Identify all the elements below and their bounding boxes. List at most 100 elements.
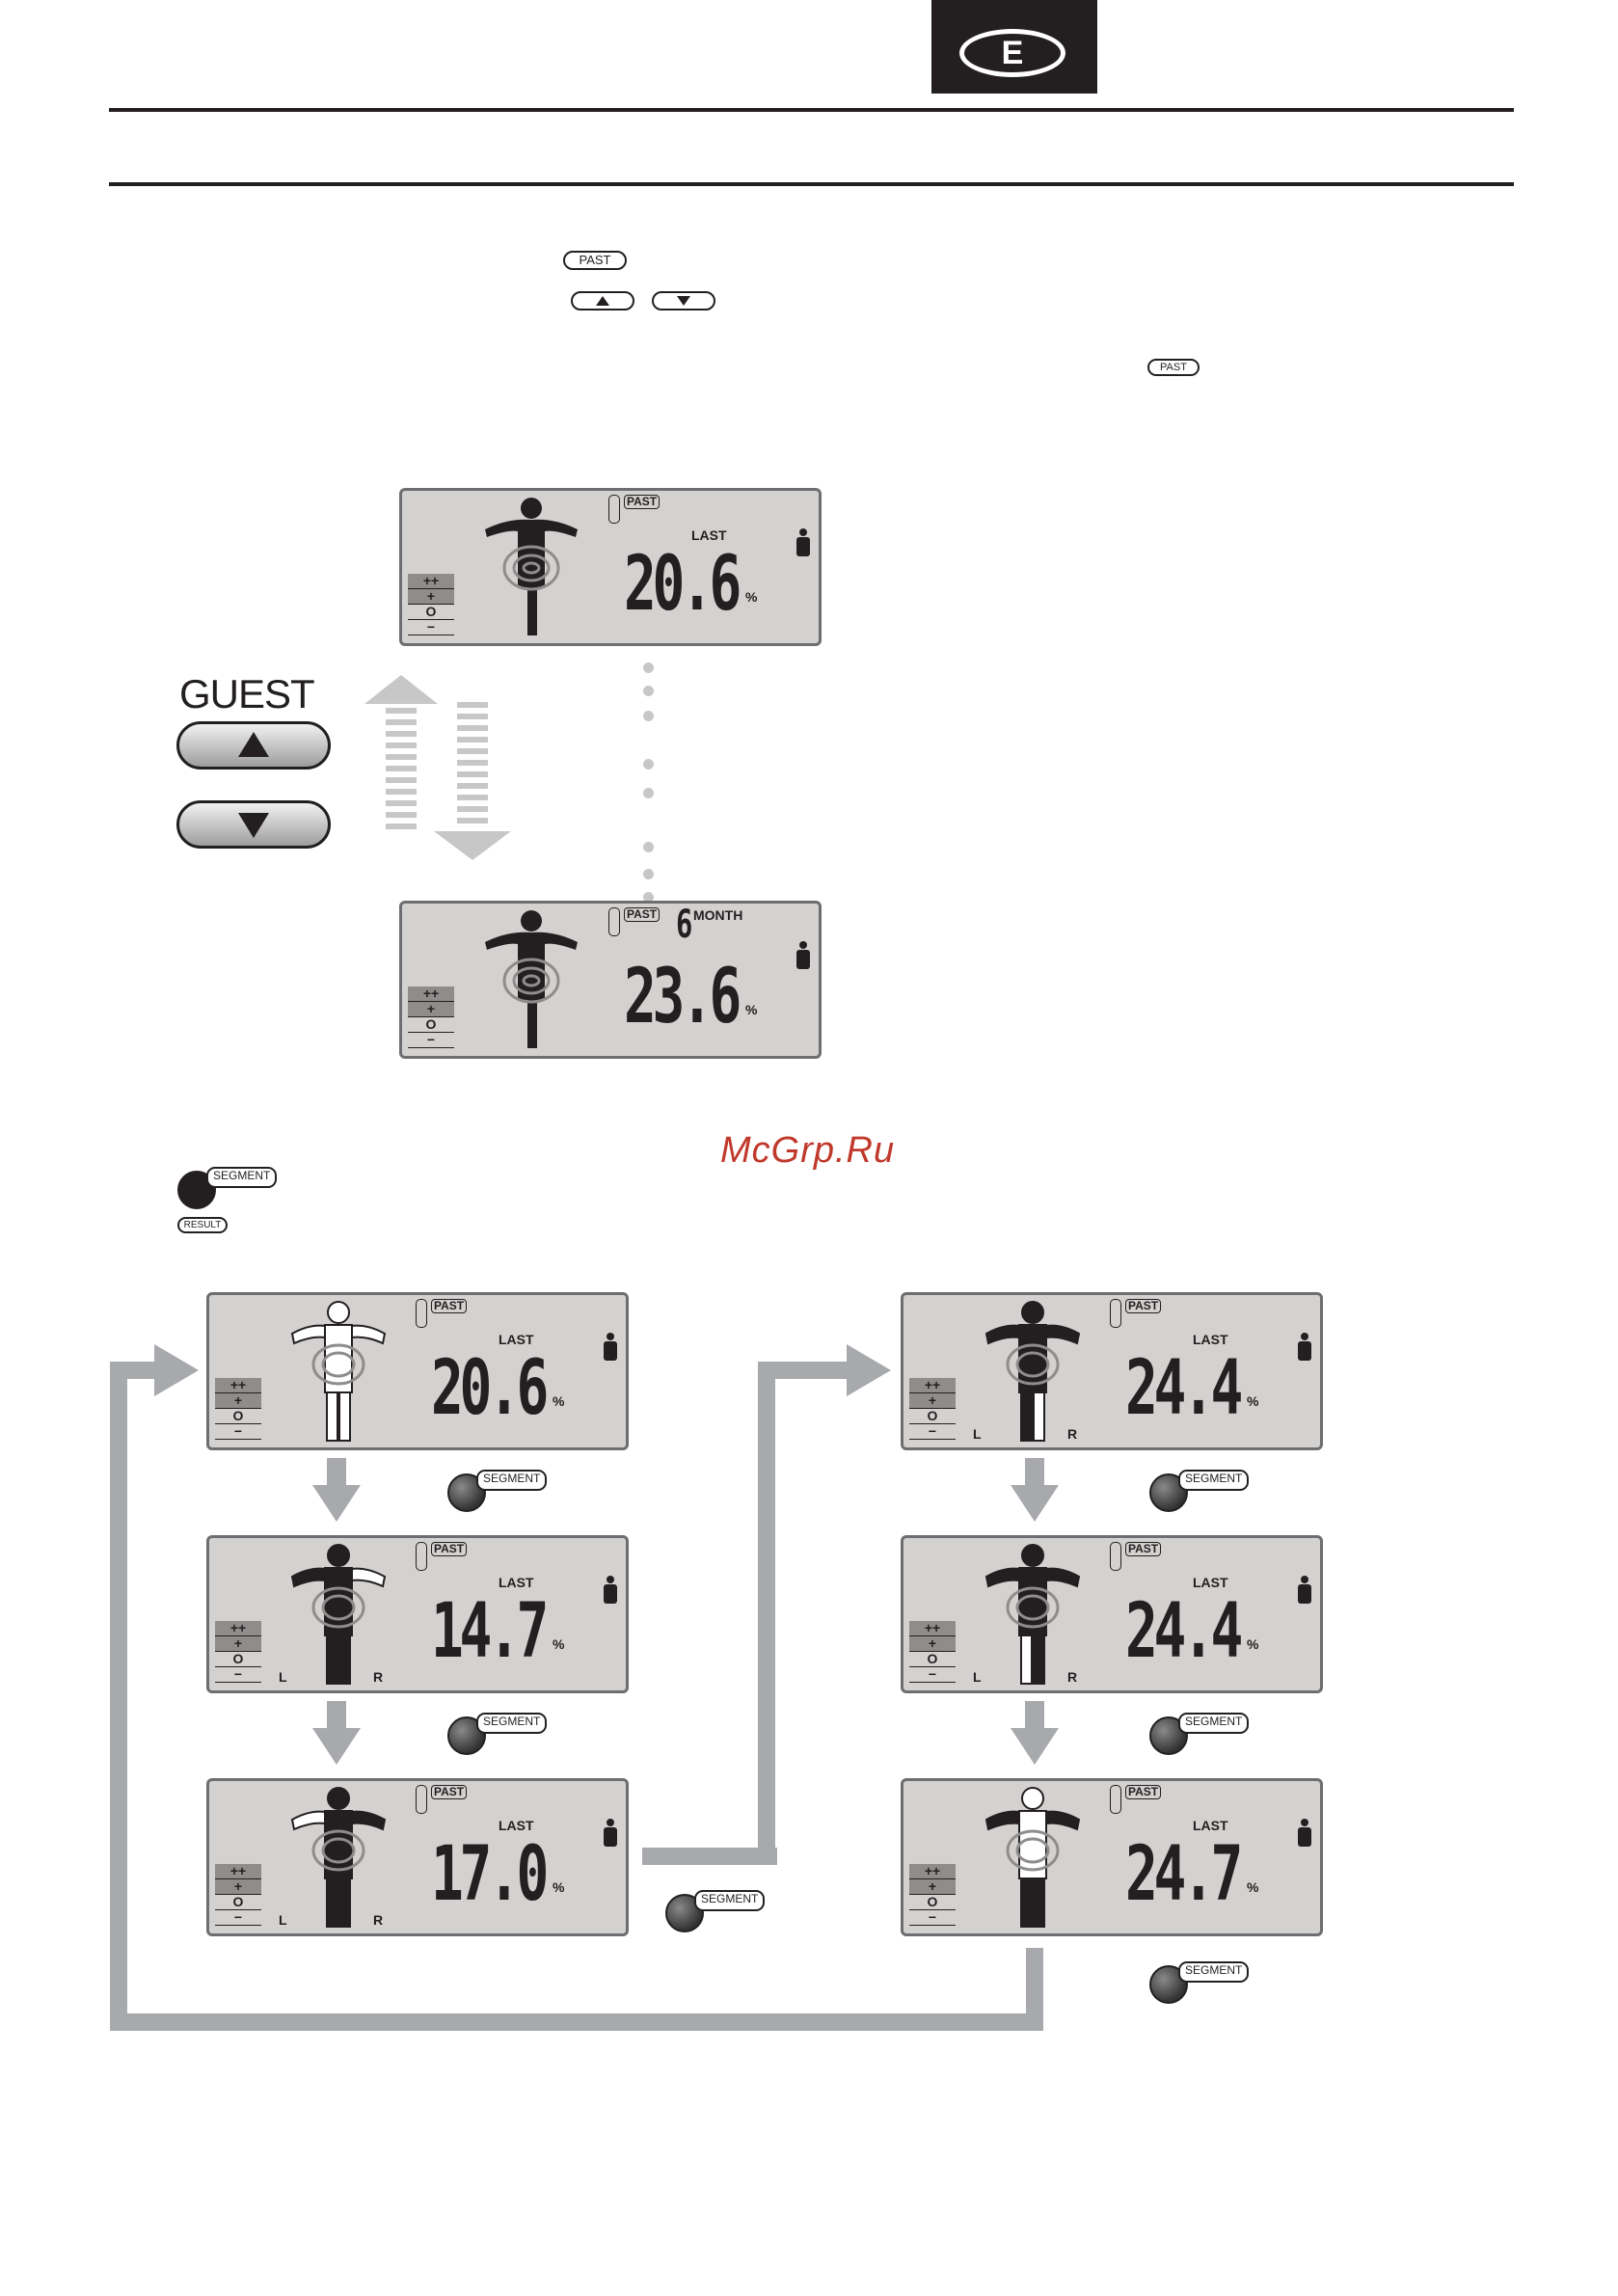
- flow-arrow-down-icon: [312, 1701, 361, 1765]
- lcd-display-last: ++ + O − PAST LAST 20.6 %: [399, 488, 822, 646]
- period-label: LAST: [1193, 1818, 1228, 1833]
- measurement-value: 24.4: [1125, 1588, 1243, 1675]
- connector-top: [758, 1362, 854, 1379]
- unit-label: %: [1247, 1393, 1259, 1409]
- scale-indicator: ++ + O −: [408, 574, 454, 635]
- left-side-label: L: [279, 1669, 287, 1685]
- loop-line-bottom: [110, 2013, 1043, 2031]
- segment-button-icon: SEGMENT: [177, 1167, 278, 1211]
- body-figure-icon: [290, 1544, 387, 1685]
- segment-button-icon: SEGMENT: [447, 1470, 548, 1514]
- past-indicator: PAST: [624, 495, 661, 509]
- lcd-display-left-arm: ++ + O − L R PAST LAST 17.0 %: [206, 1778, 629, 1936]
- measurement-value: 17.0: [431, 1831, 549, 1918]
- up-button-icon: [571, 291, 634, 311]
- lcd-display-right-leg: ++ + O − L R PAST LAST 24.4 %: [901, 1292, 1323, 1450]
- segment-button-icon: SEGMENT: [1149, 1713, 1250, 1757]
- segment-button-icon: SEGMENT: [1149, 1470, 1250, 1514]
- down-button[interactable]: [176, 800, 331, 849]
- right-side-label: R: [373, 1912, 384, 1928]
- person-percent-icon: [1298, 1819, 1311, 1847]
- dot: [643, 759, 654, 770]
- unit-label: %: [553, 1879, 565, 1895]
- updown-icon: [608, 907, 620, 936]
- top-rule: [109, 108, 1514, 112]
- measurement-value: 14.7: [431, 1588, 549, 1675]
- unit-label: %: [553, 1393, 565, 1409]
- loop-line-left: [110, 1362, 127, 2031]
- scale-indicator: ++ + O −: [408, 986, 454, 1048]
- scale-indicator: ++ + O −: [215, 1621, 261, 1683]
- dot: [643, 892, 654, 903]
- period-label: LAST: [499, 1818, 534, 1833]
- segment-button-icon: SEGMENT: [447, 1713, 548, 1757]
- dot: [643, 788, 654, 798]
- scale-indicator: ++ + O −: [215, 1378, 261, 1440]
- right-side-label: R: [1067, 1426, 1078, 1442]
- past-indicator: PAST: [431, 1542, 468, 1556]
- past-button-icon-2: PAST: [1147, 359, 1200, 376]
- unit-label: %: [745, 1002, 758, 1017]
- guest-label: GUEST: [179, 671, 315, 716]
- dot: [643, 711, 654, 721]
- up-button[interactable]: [176, 721, 331, 770]
- dot: [643, 842, 654, 852]
- second-rule: [109, 182, 1514, 186]
- person-percent-icon: [604, 1819, 617, 1847]
- segment-button-icon: SEGMENT: [665, 1890, 766, 1934]
- person-percent-icon: [604, 1576, 617, 1604]
- person-percent-icon: [796, 528, 810, 556]
- person-percent-icon: [1298, 1576, 1311, 1604]
- scale-indicator: ++ + O −: [909, 1378, 956, 1440]
- right-side-label: R: [373, 1669, 384, 1685]
- lcd-display-left-leg: ++ + O − L R PAST LAST 24.4 %: [901, 1535, 1323, 1693]
- measurement-value: 24.4: [1125, 1345, 1243, 1432]
- body-figure-icon: [984, 1301, 1081, 1442]
- unit-label: %: [553, 1636, 565, 1652]
- updown-icon: [416, 1785, 427, 1814]
- flow-arrow-down-icon: [312, 1458, 361, 1522]
- past-indicator: PAST: [431, 1299, 468, 1313]
- language-tab: E: [931, 0, 1097, 94]
- dot: [643, 869, 654, 879]
- unit-label: %: [1247, 1879, 1259, 1895]
- person-percent-icon: [1298, 1333, 1311, 1361]
- past-button-icon: PAST: [563, 251, 627, 270]
- lcd-display-6-month: ++ + O − PAST 6 MONTH 23.6 %: [399, 901, 822, 1059]
- right-side-label: R: [1067, 1669, 1078, 1685]
- updown-icon: [1110, 1299, 1121, 1328]
- updown-icon: [416, 1542, 427, 1571]
- loop-line-top: [110, 1362, 168, 1379]
- past-indicator: PAST: [624, 907, 661, 922]
- body-figure-icon: [290, 1301, 387, 1442]
- flow-arrow-right-icon: [154, 1344, 199, 1396]
- past-indicator: PAST: [1125, 1785, 1162, 1799]
- unit-label: %: [1247, 1636, 1259, 1652]
- loop-line-up: [1026, 1948, 1043, 2031]
- scale-indicator: ++ + O −: [215, 1864, 261, 1926]
- unit-label: %: [745, 589, 758, 605]
- left-side-label: L: [973, 1426, 982, 1442]
- measurement-value: 24.7: [1125, 1831, 1243, 1918]
- updown-icon: [416, 1299, 427, 1328]
- scale-indicator: ++ + O −: [909, 1864, 956, 1926]
- period-label: LAST: [1193, 1575, 1228, 1590]
- period-label: LAST: [499, 1575, 534, 1590]
- updown-icon: [608, 495, 620, 524]
- flow-arrow-down-icon: [1011, 1701, 1059, 1765]
- lcd-display-whole-body: ++ + O − PAST LAST 20.6 %: [206, 1292, 629, 1450]
- body-figure-icon: [290, 1787, 387, 1928]
- left-side-label: L: [973, 1669, 982, 1685]
- period-label: LAST: [691, 527, 727, 543]
- measurement-value: 20.6: [431, 1345, 549, 1432]
- period-label: MONTH: [693, 907, 743, 923]
- past-indicator: PAST: [431, 1785, 468, 1799]
- body-figure-icon: [485, 910, 578, 1048]
- dot: [643, 686, 654, 696]
- flow-arrow-right-icon: [847, 1344, 891, 1396]
- past-indicator: PAST: [1125, 1542, 1162, 1556]
- lcd-display-trunk: ++ + O − PAST LAST 24.7 %: [901, 1778, 1323, 1936]
- measurement-value: 23.6: [624, 954, 742, 1040]
- segment-button-icon: SEGMENT: [1149, 1961, 1250, 2006]
- down-button-icon: [652, 291, 715, 311]
